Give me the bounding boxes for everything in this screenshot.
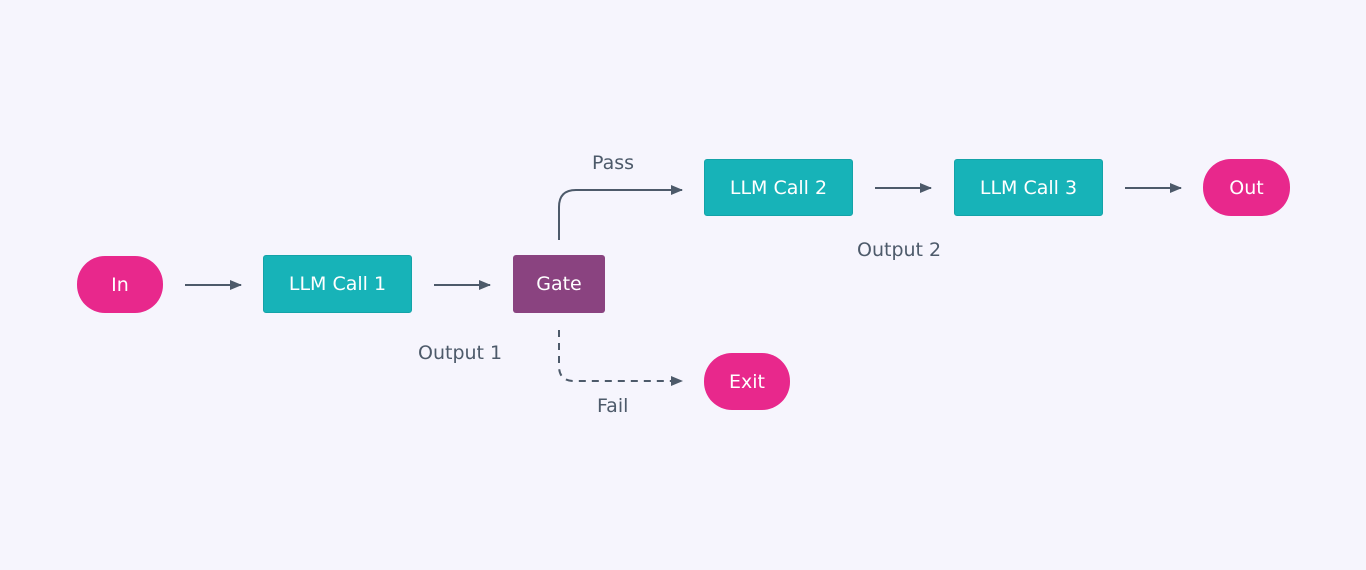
node-llm-call-1: LLM Call 1 (263, 255, 412, 313)
node-llm-call-2: LLM Call 2 (704, 159, 853, 216)
label-pass: Pass (592, 152, 635, 174)
label-fail: Fail (597, 395, 629, 417)
label-output-1: Output 1 (418, 342, 503, 364)
label-output-2: Output 2 (857, 239, 942, 261)
node-exit: Exit (704, 353, 790, 410)
arrow-gate-fail (558, 330, 683, 386)
node-gate: Gate (513, 255, 605, 313)
node-out: Out (1203, 159, 1290, 216)
node-in: In (77, 256, 163, 313)
node-llm-call-3: LLM Call 3 (954, 159, 1103, 216)
arrow-gate-pass (558, 185, 683, 240)
